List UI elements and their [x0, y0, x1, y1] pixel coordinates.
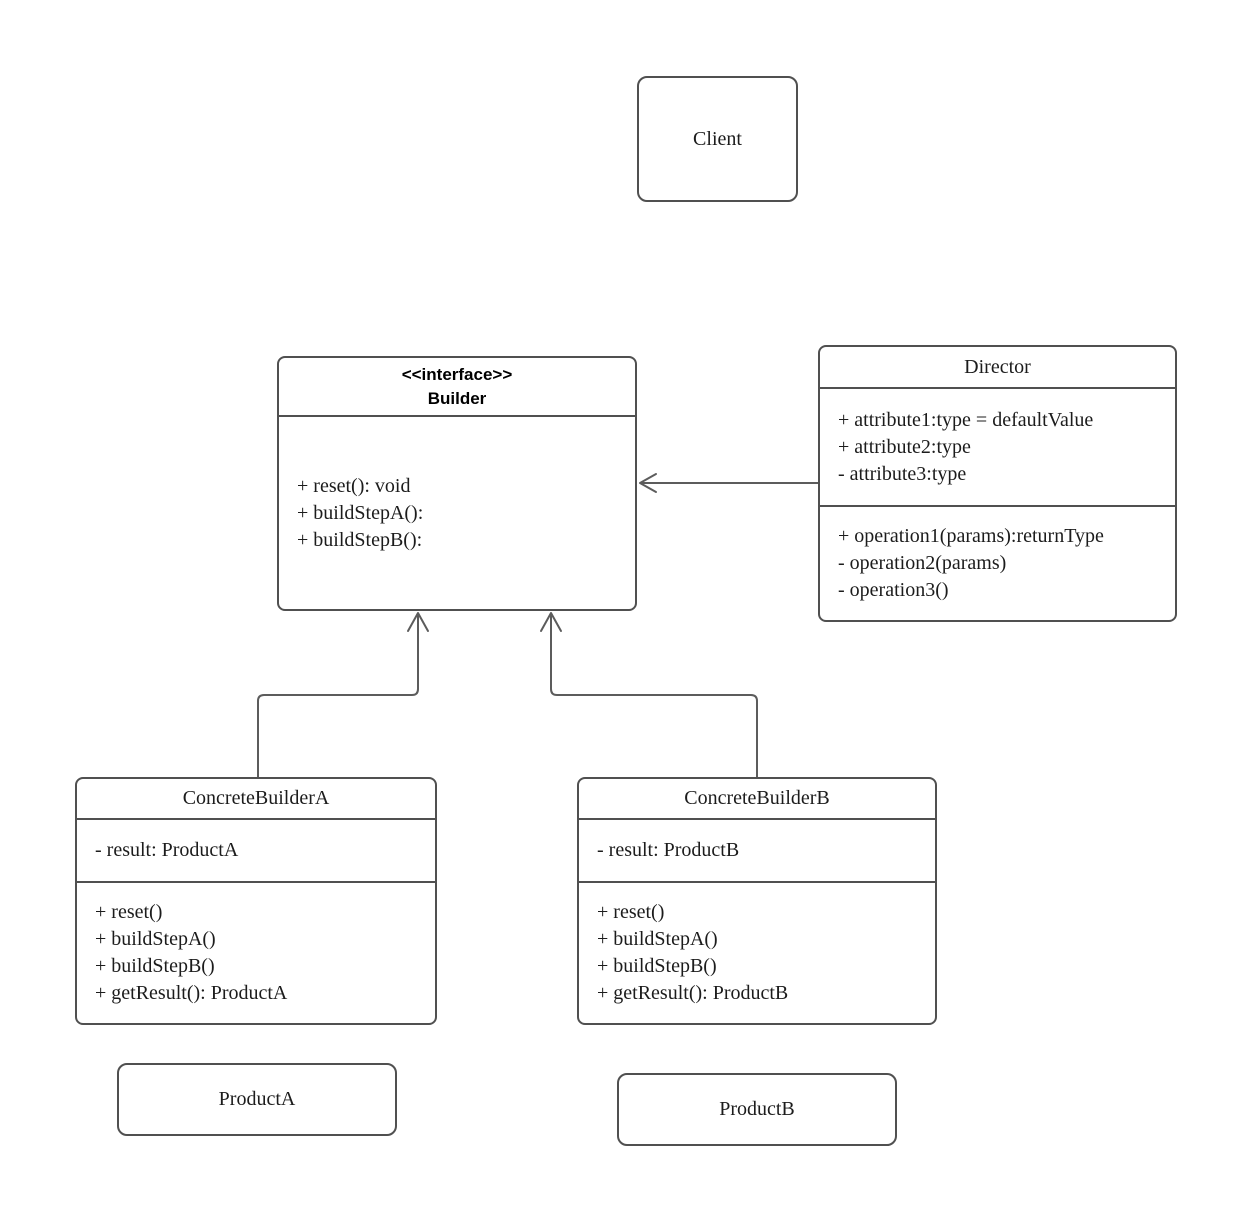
class-node-concrete-builder-a[interactable]: ConcreteBuilderA - result: ProductA + re… [75, 777, 437, 1025]
class-node-builder[interactable]: <<interface>> Builder + reset(): void + … [277, 356, 637, 611]
method-item: + buildStepB(): [297, 528, 423, 551]
operation-item: + getResult(): ProductA [95, 982, 288, 1004]
class-name-label: ProductB [719, 1098, 795, 1120]
class-name-label: Director [964, 355, 1031, 378]
operation-item: - operation2(params) [838, 552, 1007, 574]
attribute-item: - attribute3:type [838, 462, 967, 485]
class-name-label: Client [693, 127, 742, 150]
operation-item: + getResult(): ProductB [597, 982, 789, 1004]
operation-item: + buildStepA() [597, 928, 718, 950]
attribute-item: - result: ProductA [95, 839, 239, 861]
open-arrowhead-left-icon [639, 473, 657, 493]
class-name-label: ProductA [218, 1088, 296, 1110]
concrete-builder-a-attributes-compartment: - result: ProductA [77, 818, 435, 881]
operation-item: - operation3() [838, 579, 949, 601]
concrete-builder-a-operations-compartment: + reset() + buildStepA() + buildStepB() … [77, 881, 435, 1023]
builder-header: <<interface>> Builder [279, 358, 635, 415]
director-title: Director [820, 347, 1175, 387]
stereotype-label: <<interface>> [401, 364, 513, 384]
class-node-concrete-builder-b[interactable]: ConcreteBuilderB - result: ProductB + re… [577, 777, 937, 1025]
class-node-director[interactable]: Director + attribute1:type = defaultValu… [818, 345, 1177, 622]
attribute-item: + attribute1:type = defaultValue [838, 408, 1094, 431]
builder-methods-compartment: + reset(): void + buildStepA(): + buildS… [279, 415, 635, 609]
edge-director-to-builder [639, 473, 819, 493]
open-arrowhead-up-icon [540, 612, 562, 632]
method-item: + buildStepA(): [297, 501, 424, 524]
concrete-builder-b-operations-compartment: + reset() + buildStepA() + buildStepB() … [579, 881, 935, 1023]
director-operations-compartment: + operation1(params):returnType - operat… [820, 505, 1175, 620]
class-name-label: ConcreteBuilderA [182, 787, 330, 809]
attribute-item: + attribute2:type [838, 435, 971, 458]
edge-concrete-builder-a-to-builder [257, 612, 429, 778]
class-node-product-b[interactable]: ProductB [617, 1073, 897, 1146]
attribute-item: - result: ProductB [597, 839, 740, 861]
director-attributes-compartment: + attribute1:type = defaultValue + attri… [820, 387, 1175, 505]
concrete-builder-b-attributes-compartment: - result: ProductB [579, 818, 935, 881]
operation-item: + reset() [95, 901, 163, 923]
method-item: + reset(): void [297, 474, 411, 497]
class-node-client[interactable]: Client [637, 76, 798, 202]
class-name-label: ConcreteBuilderB [684, 787, 830, 809]
class-name-label: Builder [427, 388, 487, 408]
operation-item: + buildStepB() [95, 955, 215, 977]
operation-item: + buildStepB() [597, 955, 717, 977]
edge-concrete-builder-b-to-builder [540, 612, 758, 778]
operation-item: + operation1(params):returnType [838, 525, 1104, 547]
operation-item: + buildStepA() [95, 928, 216, 950]
class-node-product-a[interactable]: ProductA [117, 1063, 397, 1136]
open-arrowhead-up-icon [407, 612, 429, 632]
concrete-builder-a-title: ConcreteBuilderA [77, 779, 435, 818]
operation-item: + reset() [597, 901, 665, 923]
concrete-builder-b-title: ConcreteBuilderB [579, 779, 935, 818]
